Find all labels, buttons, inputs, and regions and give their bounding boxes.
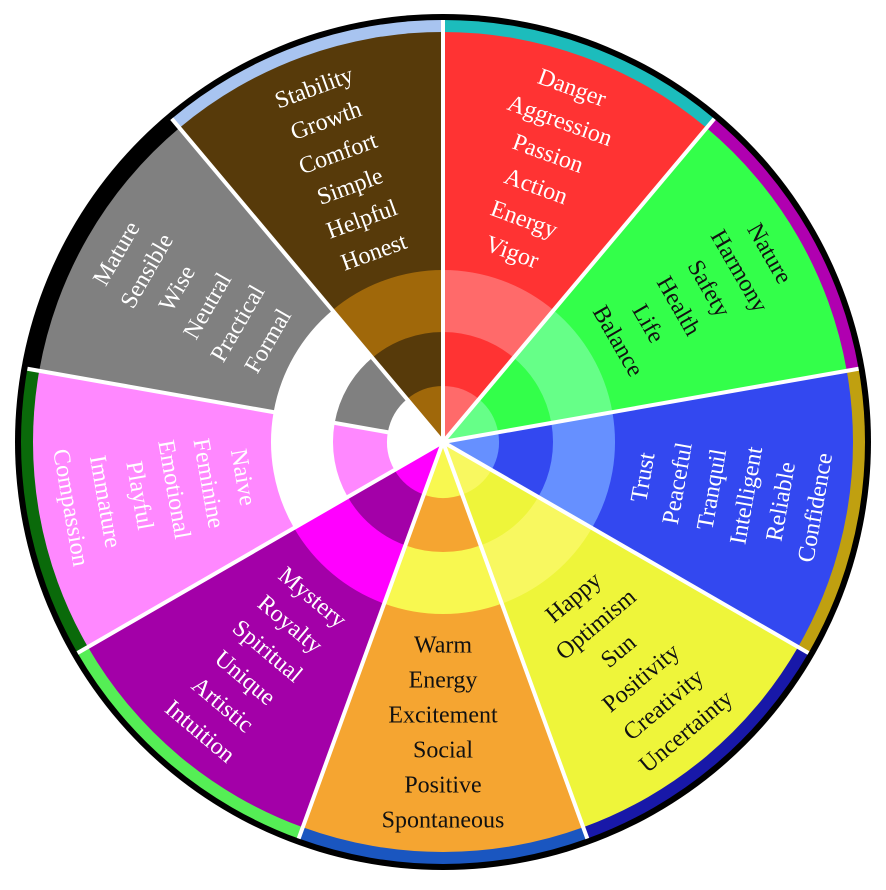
wedge-orange — [302, 442, 584, 852]
center-band-yellow — [443, 442, 492, 495]
center-band-orange — [423, 442, 463, 498]
tint-band-yellow — [480, 497, 592, 604]
word-label: Spontaneous — [382, 808, 505, 834]
word-list-orange: WarmEnergyExcitementSocialPositiveSponta… — [382, 633, 505, 834]
tint-band-pink — [271, 412, 348, 528]
center-band-blue — [443, 432, 499, 470]
segment-divider — [76, 440, 444, 655]
tint-band-purple — [294, 497, 406, 604]
center-band-purple — [394, 442, 443, 495]
center-band-brown — [407, 386, 443, 442]
segment-divider — [441, 117, 716, 444]
tint-band-gray — [273, 310, 373, 423]
word-label: Energy — [409, 668, 478, 694]
segment-divider — [27, 366, 444, 444]
center-band-red — [443, 386, 479, 442]
center-band-gray — [387, 399, 443, 442]
word-label: Positive — [404, 773, 481, 799]
word-label: Warm — [414, 633, 472, 659]
tint-band-brown — [332, 270, 443, 358]
tint-band-blue — [538, 412, 615, 528]
segment-orange: WarmEnergyExcitementSocialPositiveSponta… — [298, 442, 588, 865]
segment-divider — [441, 441, 590, 840]
segment-brown: StabilityGrowthComfortSimpleHelpfulHones… — [171, 20, 443, 442]
center-band-pink — [387, 432, 443, 470]
segment-pink: NaiveFeminineEmotionalPlayfulImmatureCom… — [20, 368, 444, 653]
segment-purple: MysteryRoyaltySpiritualUniqueArtisticInt… — [77, 442, 444, 839]
wedge-pink — [32, 370, 444, 647]
segment-blue: TrustPeacefulTranquilIntelligentReliable… — [443, 368, 866, 653]
word-label: Excitement — [388, 703, 498, 729]
segment-divider — [170, 117, 445, 444]
word-label: Social — [413, 738, 473, 764]
tint-band-green — [513, 310, 613, 423]
tint-band-orange — [384, 545, 502, 614]
center-band-green — [443, 399, 499, 442]
wedge-blue — [443, 370, 853, 647]
segment-divider — [296, 441, 445, 840]
segment-divider — [441, 440, 810, 655]
segment-yellow: HappyOptimismSunPositivityCreativityUnce… — [443, 442, 809, 839]
tint-band-red — [443, 270, 554, 358]
segment-divider — [442, 366, 859, 444]
